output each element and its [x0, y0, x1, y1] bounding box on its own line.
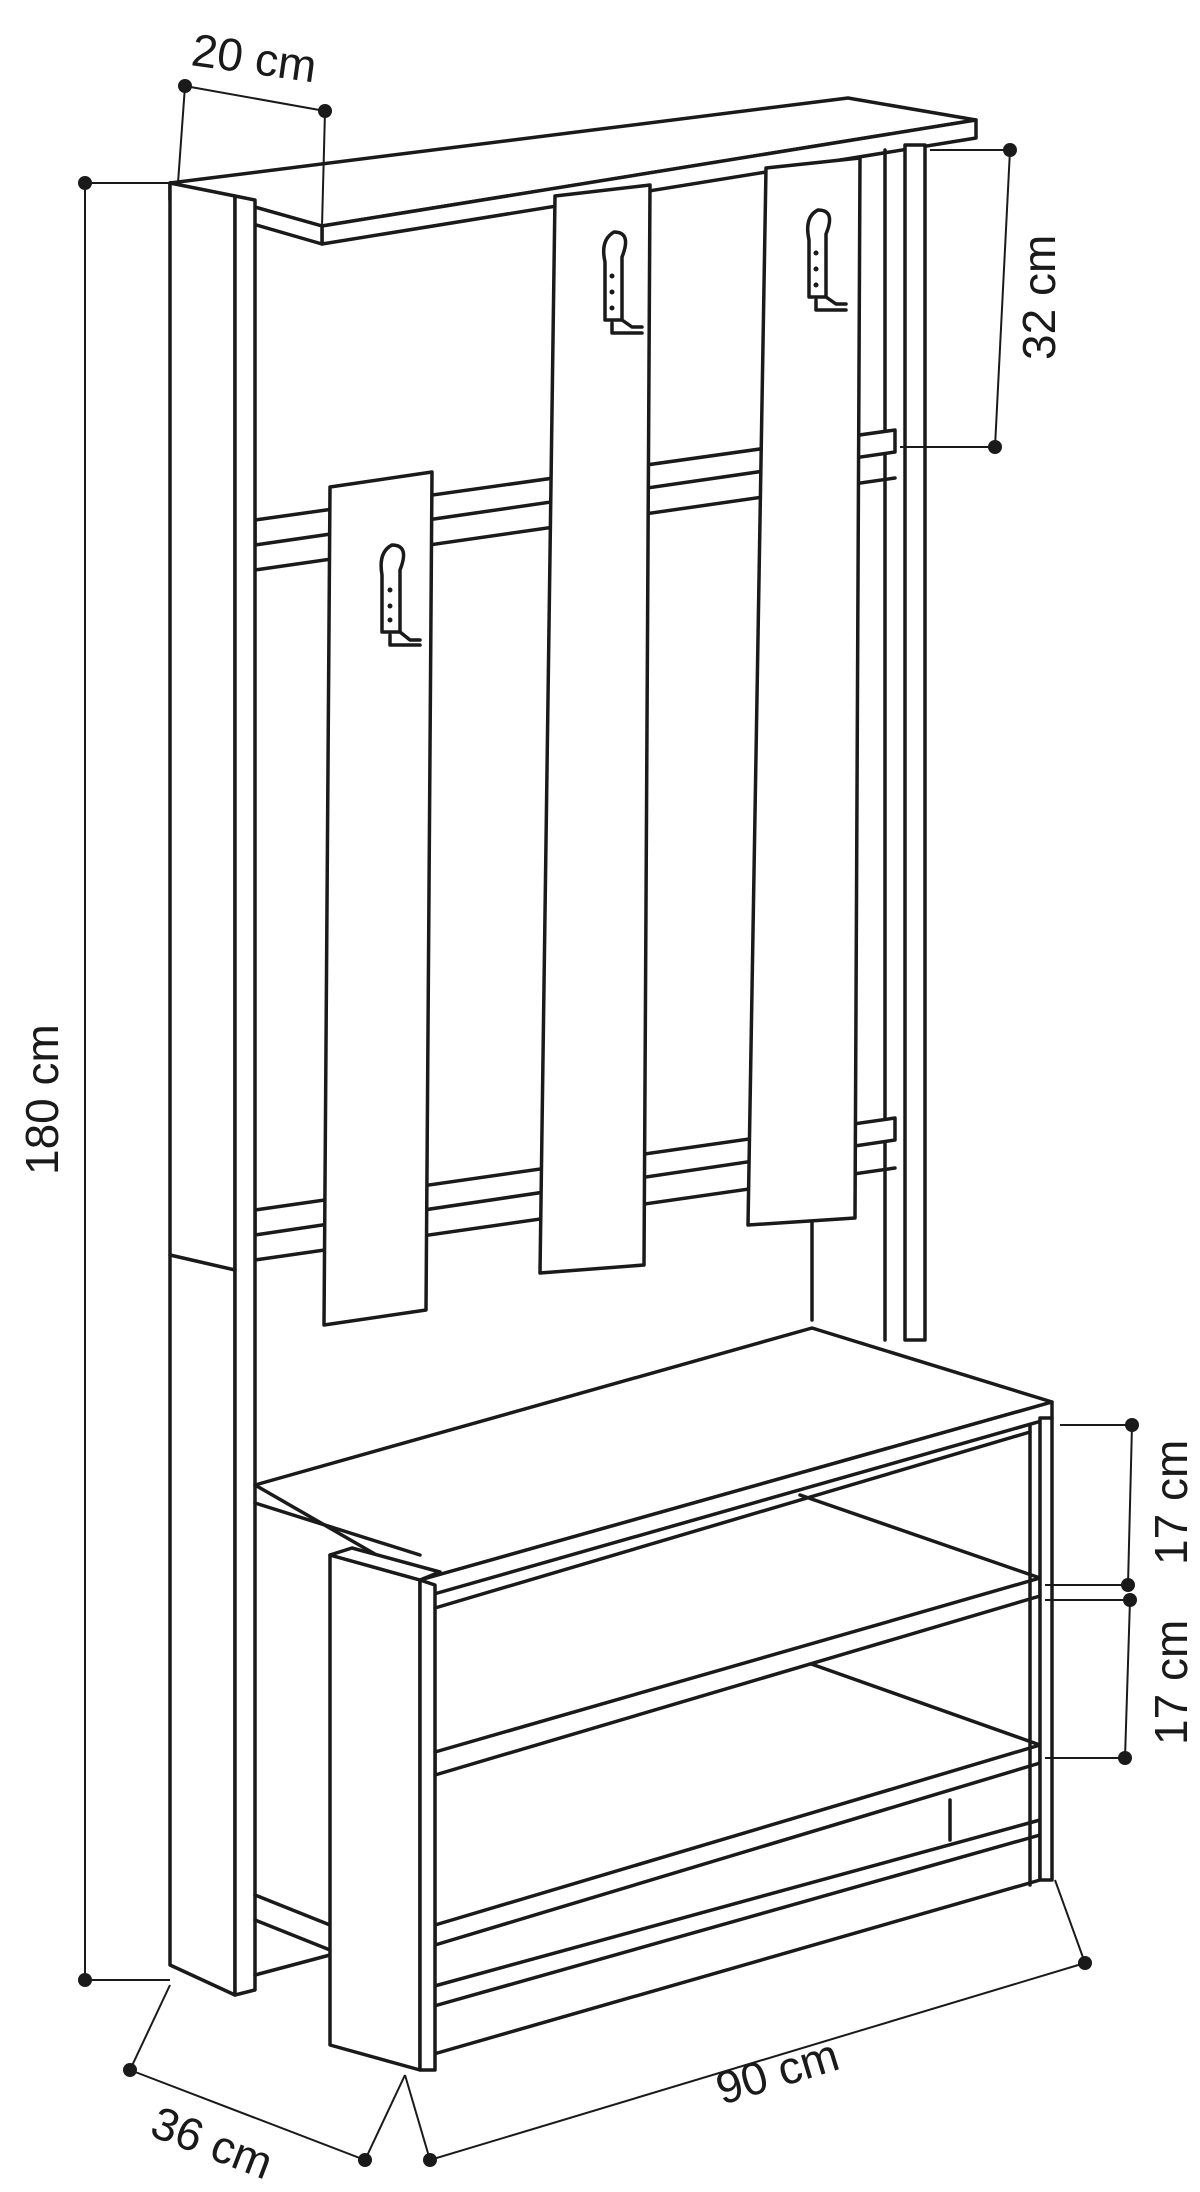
dimension-label-180cm: 180 cm [16, 1024, 68, 1175]
coat-hook-icon [805, 208, 848, 312]
hanging-board-middle [538, 183, 652, 1275]
dimension-label-17cm-upper: 17 cm [1145, 1440, 1197, 1565]
dimension-shelf-lower: 17 cm [1045, 1593, 1197, 1765]
dimension-label-90cm: 90 cm [710, 2028, 845, 2114]
hanging-board-right [746, 156, 862, 1227]
dimension-label-17cm-lower: 17 cm [1145, 1620, 1197, 1745]
dimension-label-36cm: 36 cm [144, 2096, 280, 2189]
hanging-board-left [322, 470, 434, 1327]
dimension-height: 180 cm [16, 176, 170, 1987]
dimension-label-20cm: 20 cm [189, 23, 320, 92]
bench-cabinet [253, 1326, 1054, 2072]
dimension-label-32cm: 32 cm [1013, 235, 1065, 360]
dimension-upper-section: 32 cm [900, 143, 1065, 454]
coat-hook-icon [379, 543, 422, 647]
coat-hook-icon [601, 230, 644, 335]
dimension-shelf-upper: 17 cm [1045, 1418, 1197, 1592]
left-side-panel [168, 181, 257, 1997]
